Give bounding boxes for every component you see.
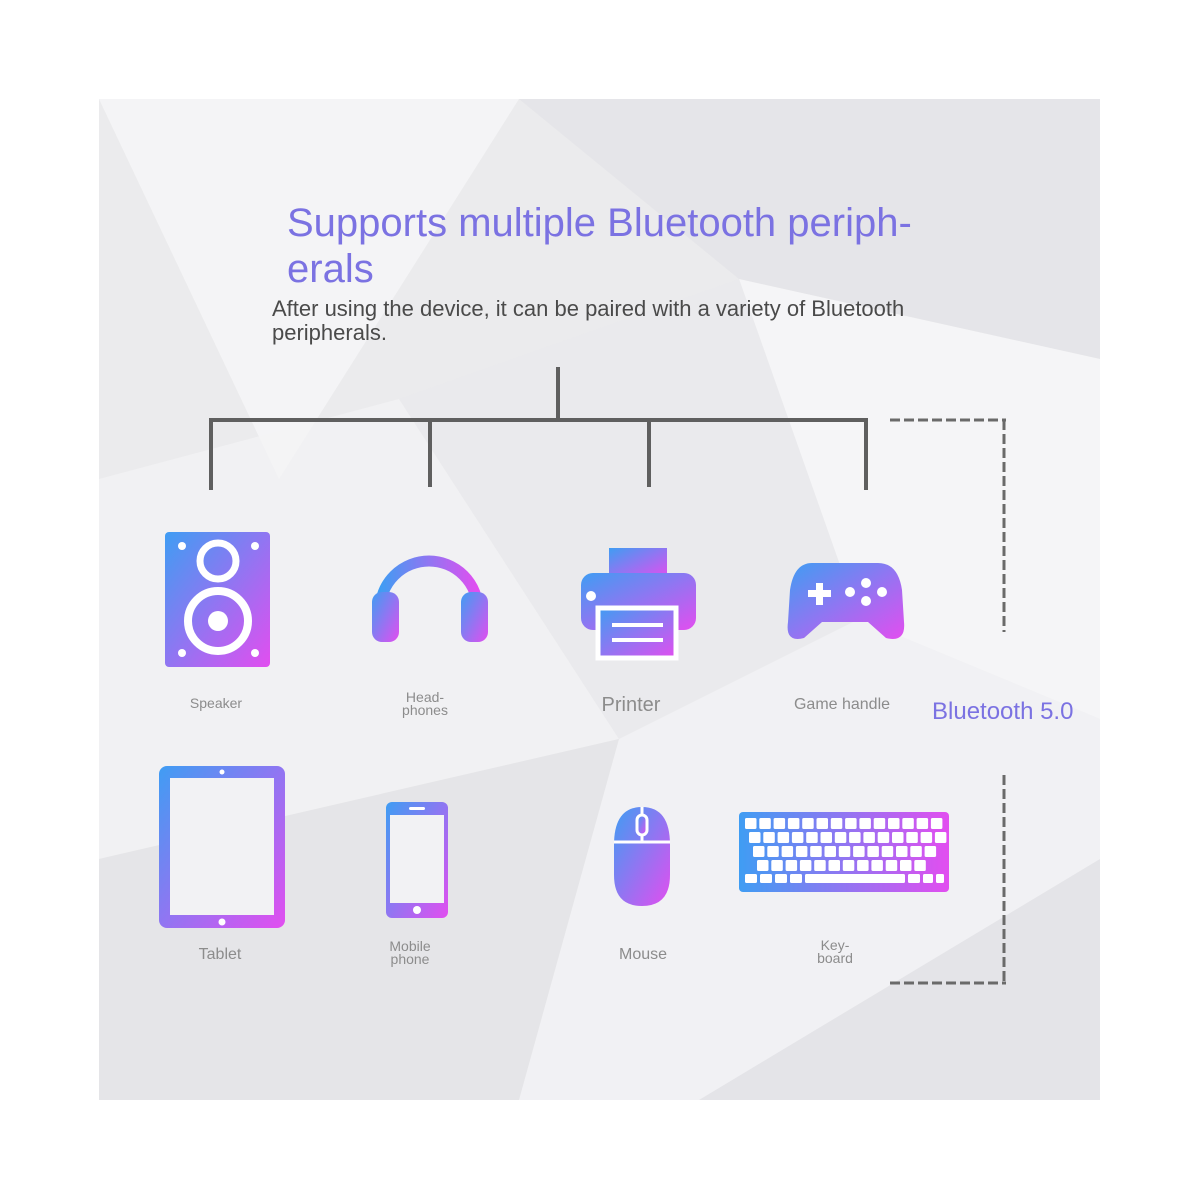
page-subtitle: After using the device, it can be paired… — [272, 296, 905, 345]
device-label-game-handle: Game handle — [793, 696, 891, 713]
device-label-speaker: Speaker — [189, 695, 243, 711]
tablet-icon — [159, 766, 285, 928]
mouse-icon — [614, 807, 670, 906]
device-label-headphones: Head- phones — [402, 689, 448, 718]
bluetooth-bracket — [890, 418, 1006, 985]
device-label-mouse: Mouse — [618, 946, 668, 963]
bluetooth-version-label: Bluetooth 5.0 — [932, 698, 1074, 725]
speaker-icon — [165, 532, 270, 667]
device-label-mobile-phone: Mobile phone — [389, 938, 431, 967]
device-label-tablet: Tablet — [198, 946, 242, 963]
mobile-phone-icon — [386, 802, 448, 918]
headphones-icon — [372, 555, 488, 642]
keyboard-icon — [739, 812, 949, 892]
device-label-printer: Printer — [601, 694, 661, 716]
device-label-keyboard: Key- board — [817, 937, 853, 966]
keyboard-keys — [745, 818, 947, 883]
tree-connector — [209, 367, 868, 490]
printer-icon — [581, 548, 696, 661]
page-title: Supports multiple Bluetooth periph- eral… — [287, 201, 912, 291]
game-controller-icon — [787, 563, 905, 639]
